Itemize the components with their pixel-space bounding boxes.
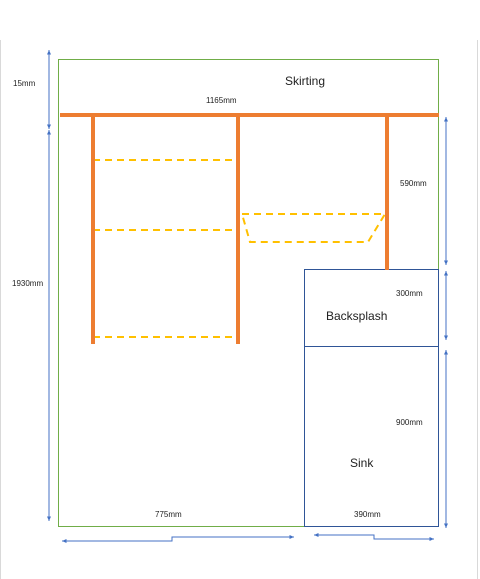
total-width-label: 1165mm <box>206 96 237 105</box>
angled-shelf <box>240 213 387 243</box>
sink-height-label: 900mm <box>396 418 423 427</box>
left-width-label: 775mm <box>155 510 182 519</box>
sink-width-arrow <box>314 533 434 541</box>
backsplash-label: Backsplash <box>326 309 388 323</box>
left-width-arrow <box>62 535 294 543</box>
right-upper-label: 590mm <box>400 179 427 188</box>
page-edge-left <box>0 40 1 579</box>
page-edge-right <box>477 40 478 579</box>
backsplash-height-label: 300mm <box>396 289 423 298</box>
sink-box <box>304 346 439 527</box>
skirting-height-label: 15mm <box>13 79 36 88</box>
skirting-label: Skirting <box>285 74 326 88</box>
backsplash-box <box>304 269 439 347</box>
outer-frame <box>58 59 439 527</box>
total-height-label: 1930mm <box>12 279 44 288</box>
sink-width-label: 390mm <box>354 510 381 519</box>
sink-label: Sink <box>350 456 374 470</box>
